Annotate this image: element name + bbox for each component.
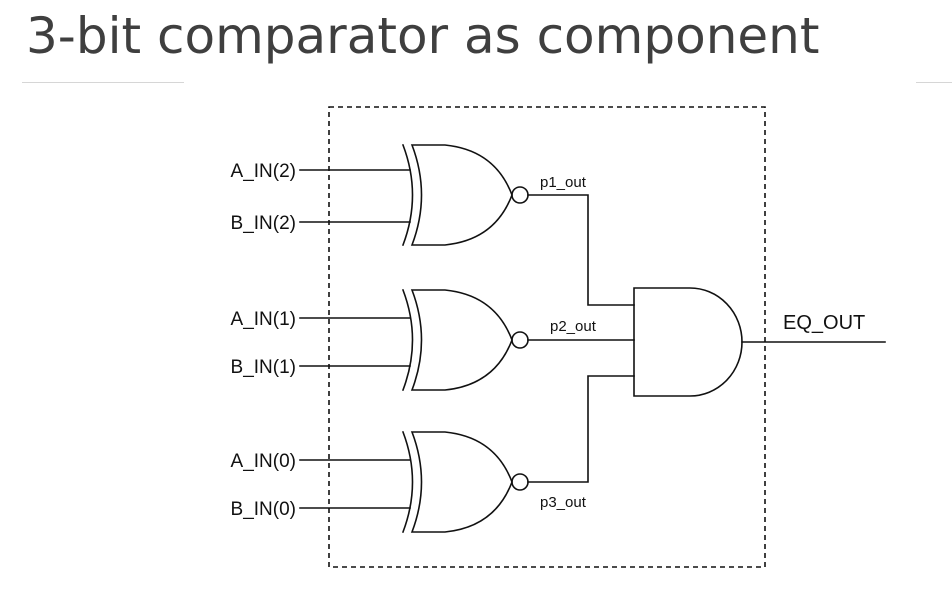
xnor-gate-2 (401, 143, 529, 247)
xnor-gate-1 (401, 288, 529, 392)
label-eq-out: EQ_OUT (783, 312, 865, 334)
wire-p1-out (527, 194, 635, 306)
label-b-in-1: B_IN(1) (231, 357, 296, 378)
wire-p3-out (527, 375, 635, 483)
label-b-in-0: B_IN(0) (231, 499, 296, 520)
and-gate (633, 287, 743, 397)
slide-title: 3-bit comparator as component (26, 7, 820, 65)
label-p2-out: p2_out (550, 318, 597, 335)
label-p3-out: p3_out (540, 494, 587, 511)
label-b-in-2: B_IN(2) (231, 213, 296, 234)
label-a-in-2: A_IN(2) (231, 161, 296, 182)
title-underline-right (916, 82, 952, 83)
label-p1-out: p1_out (540, 174, 587, 191)
component-boundary (328, 106, 766, 568)
label-a-in-1: A_IN(1) (231, 309, 296, 330)
xnor-gate-0 (401, 430, 529, 534)
label-a-in-0: A_IN(0) (231, 451, 296, 472)
title-underline-left (22, 82, 184, 83)
